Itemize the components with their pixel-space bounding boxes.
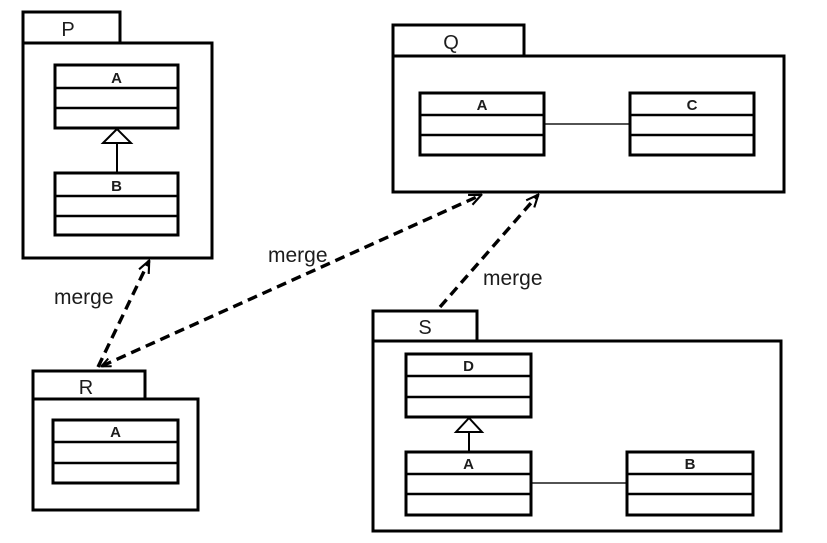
class-q-c-label: C — [687, 97, 698, 114]
merge-arrow-s-to-q-label: merge — [483, 267, 543, 290]
package-r: R A — [31, 369, 200, 512]
generalization-p-b-to-a — [100, 127, 134, 172]
package-p-tab — [21, 10, 122, 45]
class-p-a: A — [53, 63, 180, 130]
merge-arrow-r-to-q-label: merge — [268, 244, 328, 267]
class-p-a-box — [53, 63, 180, 130]
class-q-c-box — [628, 91, 756, 157]
class-p-b: B — [53, 171, 180, 237]
class-r-a-box — [51, 418, 180, 485]
class-s-a-label: A — [463, 456, 474, 473]
package-r-label: R — [79, 377, 93, 399]
class-p-a-label: A — [111, 70, 122, 87]
class-q-a: A — [418, 91, 546, 157]
generalization-p-triangle-icon — [100, 127, 134, 144]
class-q-a-label: A — [477, 97, 488, 114]
generalization-s-triangle-icon — [453, 416, 485, 433]
package-q: Q A C — [391, 23, 786, 194]
class-s-b: B — [625, 450, 755, 517]
package-r-tab — [31, 369, 147, 401]
class-r-a-label: A — [110, 424, 121, 441]
class-q-c: C — [628, 91, 756, 157]
class-r-a: A — [51, 418, 180, 485]
generalization-s-a-to-d — [453, 416, 485, 451]
class-s-b-box — [625, 450, 755, 517]
class-s-d: D — [404, 352, 533, 419]
merge-dependencies: merge merge merge — [54, 193, 543, 368]
class-s-a: A — [404, 450, 533, 517]
package-q-label: Q — [443, 32, 459, 54]
package-p: P A B — [21, 10, 214, 260]
package-s-label: S — [418, 317, 431, 339]
merge-arrow-s-to-q — [438, 195, 538, 309]
class-s-b-label: B — [685, 456, 696, 473]
merge-arrow-r-to-p — [96, 261, 151, 368]
class-s-a-box — [404, 450, 533, 517]
merge-arrow-r-to-p-label: merge — [54, 286, 114, 309]
class-s-d-label: D — [463, 358, 474, 375]
class-q-a-box — [418, 91, 546, 157]
package-q-tab — [391, 23, 526, 58]
package-p-label: P — [61, 19, 74, 41]
package-s: S D A B — [371, 309, 783, 533]
class-p-b-label: B — [111, 178, 122, 195]
merge-arrow-r-to-q — [102, 193, 481, 368]
